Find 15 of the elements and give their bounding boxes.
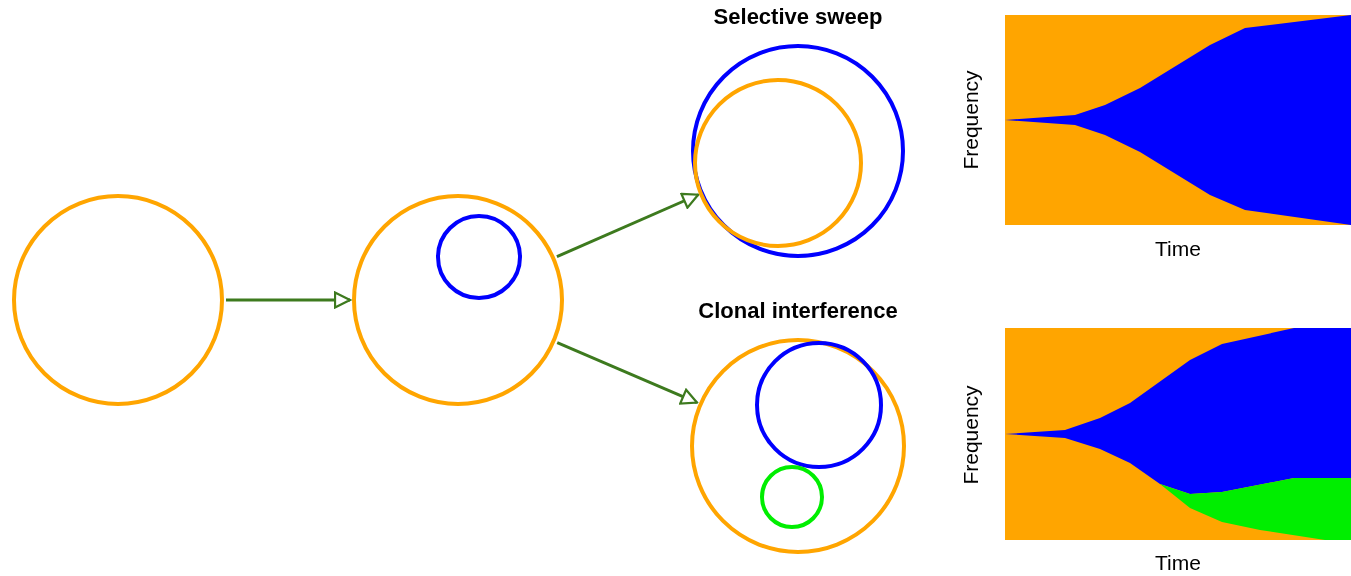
population-circle [693, 78, 863, 248]
population-circle [755, 341, 883, 469]
axis-label: Frequency [958, 385, 983, 485]
panel-heading: Clonal interference [697, 298, 899, 324]
axis-label: Time [1155, 237, 1201, 261]
population-circle [12, 194, 224, 406]
arrow [556, 341, 699, 405]
panel-heading: Selective sweep [712, 4, 884, 30]
arrow [556, 192, 700, 259]
arrow [226, 291, 352, 309]
population-circle [436, 214, 522, 300]
axis-label: Frequency [958, 70, 983, 170]
axis-label: Time [1155, 551, 1201, 575]
population-circle [760, 465, 824, 529]
population-circle [352, 194, 564, 406]
